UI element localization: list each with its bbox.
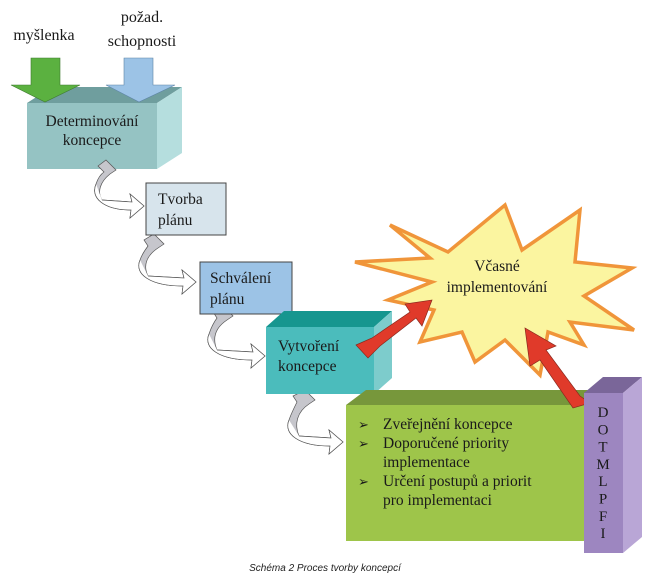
goal-starburst (354, 202, 638, 379)
bullet-arrow-icon: ➢ (358, 417, 369, 432)
step-tvorba-box (145, 182, 227, 236)
box-top-face (266, 311, 392, 327)
step-schvaleni-line2: plánu (210, 291, 245, 308)
connector-arrow-2-icon (138, 233, 197, 295)
step-schvaleni-line1: Schválení (210, 270, 272, 287)
bullet-arrow-icon: ➢ (358, 474, 369, 489)
goal-line2: implementování (447, 279, 548, 296)
step-determinovani-box (27, 87, 182, 169)
dotmlpfi-pillar (584, 377, 642, 553)
pillar-top-face (584, 377, 642, 393)
input-label-pozad-line2: schopnosti (108, 33, 177, 50)
dotmlpfi-letter: I (601, 526, 606, 542)
input-arrow-schopnosti-icon (105, 57, 176, 103)
goal-line1: Včasné (474, 258, 520, 275)
step-vytvoreni-line2: koncepce (278, 358, 337, 375)
step-tvorba-line2: plánu (158, 212, 193, 229)
step-determinovani-line2: koncepce (63, 132, 122, 149)
input-label-pozad-line1: požad. (121, 9, 163, 26)
step-publikace-box (346, 390, 603, 541)
input-label-myslenka: myšlenka (13, 27, 74, 44)
step-vytvoreni-box (266, 311, 392, 394)
bullet-item-line: implementace (383, 454, 470, 471)
pillar-side-face (623, 377, 642, 553)
dotmlpfi-letter: F (599, 509, 607, 525)
figure-caption: Schéma 2 Proces tvorby koncepcí (249, 563, 402, 574)
box-front-face (346, 405, 586, 541)
bullet-item-line: Doporučené priority (383, 435, 509, 452)
connector-arrow-1-icon (94, 159, 145, 219)
bullet-item-line: pro implementaci (383, 492, 493, 509)
connector-arrow-3-icon (207, 305, 266, 369)
dotmlpfi-letter: O (598, 422, 609, 438)
input-arrow-myslenka-icon (10, 57, 81, 103)
dotmlpfi-letter: P (599, 492, 607, 508)
box-front-face (266, 327, 374, 394)
dotmlpfi-letter: L (598, 474, 607, 490)
dotmlpfi-letter: M (596, 457, 609, 473)
connector-arrow-4-icon (287, 389, 344, 455)
arrow-to-goal-icon (355, 299, 433, 359)
dotmlpfi-letter: T (598, 440, 607, 456)
dotmlpfi-letter: D (598, 405, 609, 421)
step-vytvoreni-line1: Vytvoření (278, 338, 340, 355)
box-side-face (157, 87, 182, 169)
bullet-arrow-icon: ➢ (358, 436, 369, 451)
box-front-face (27, 103, 157, 169)
step-determinovani-line1: Determinování (46, 113, 140, 130)
bullet-item-line: Určení postupů a priorit (383, 473, 532, 490)
box-top-face (346, 390, 603, 405)
bullet-item-line: Zveřejnění koncepce (383, 416, 513, 433)
arrow-dotmlpfi-to-goal-icon (524, 327, 591, 409)
step-tvorba-line1: Tvorba (158, 191, 203, 208)
step-schvaleni-box (199, 261, 293, 315)
pillar-front-face (584, 393, 623, 553)
publikace-bullet-list: ➢ Zveřejnění koncepce ➢ Doporučené priority… (358, 416, 532, 509)
